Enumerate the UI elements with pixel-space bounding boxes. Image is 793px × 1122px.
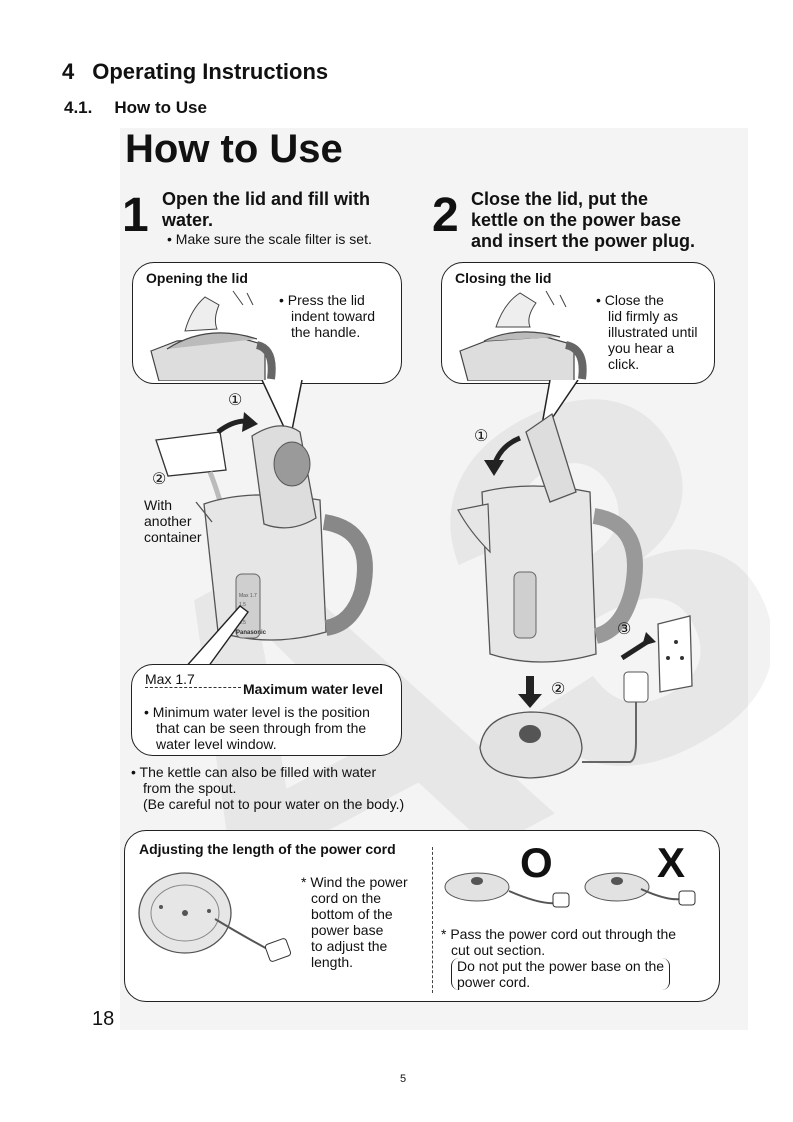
max-level-line [145,687,241,688]
water-level-callout: Max 1.7 Maximum water level • Minimum wa… [131,664,402,756]
max-caption: Maximum water level [243,681,383,697]
opening-lid-illustration [147,289,277,381]
step1-marker-2: ② [152,472,166,488]
step1-note: • Make sure the scale filter is set. [167,231,372,247]
main-title: How to Use [125,127,343,172]
subsection-heading: 4.1.How to Use [64,98,207,118]
max-label: Max 1.7 [145,671,195,687]
spout-note: • The kettle can also be filled with wat… [131,764,404,812]
wind-cord-text: * Wind the power cord on the bottom of t… [301,874,408,970]
pass-cord-text: * Pass the power cord out through the cu… [441,926,676,958]
power-cord-box: Adjusting the length of the power cord *… [124,830,720,1002]
step1-title: Open the lid and fill with water. [162,189,370,231]
closing-lid-illustration [456,289,592,381]
incorrect-symbol: X [657,839,685,887]
opening-lid-title: Opening the lid [146,270,248,286]
closing-lid-callout: Closing the lid • Close the lid firmly a… [441,262,715,384]
correct-symbol: O [520,839,553,887]
paren-note: Do not put the power base on the power c… [451,958,670,990]
kettle-base-illustration [450,392,710,812]
power-cord-title: Adjusting the length of the power cord [139,841,396,857]
step2-marker-1: ① [474,429,488,445]
opening-lid-text: • Press the lid indent toward the handle… [279,292,375,340]
box-divider [432,847,433,993]
step1-marker-1: ① [228,393,242,409]
container-label: With another container [144,497,202,545]
step2-title: Close the lid, put the kettle on the pow… [471,189,695,252]
base-underside-illustration [135,867,305,967]
min-level-text: • Minimum water level is the position th… [144,704,370,752]
opening-lid-callout: Opening the lid • Press the lid indent t… [132,262,402,384]
manual-page-number: 18 [92,1008,114,1031]
step2-marker-3: ③ [617,622,631,638]
closing-lid-title: Closing the lid [455,270,551,286]
step2-marker-2: ② [551,682,565,698]
closing-lid-text: • Close the lid firmly as illustrated un… [596,292,698,372]
step1-number: 1 [122,192,149,240]
step2-number: 2 [432,192,459,240]
page-number: 5 [400,1073,406,1085]
